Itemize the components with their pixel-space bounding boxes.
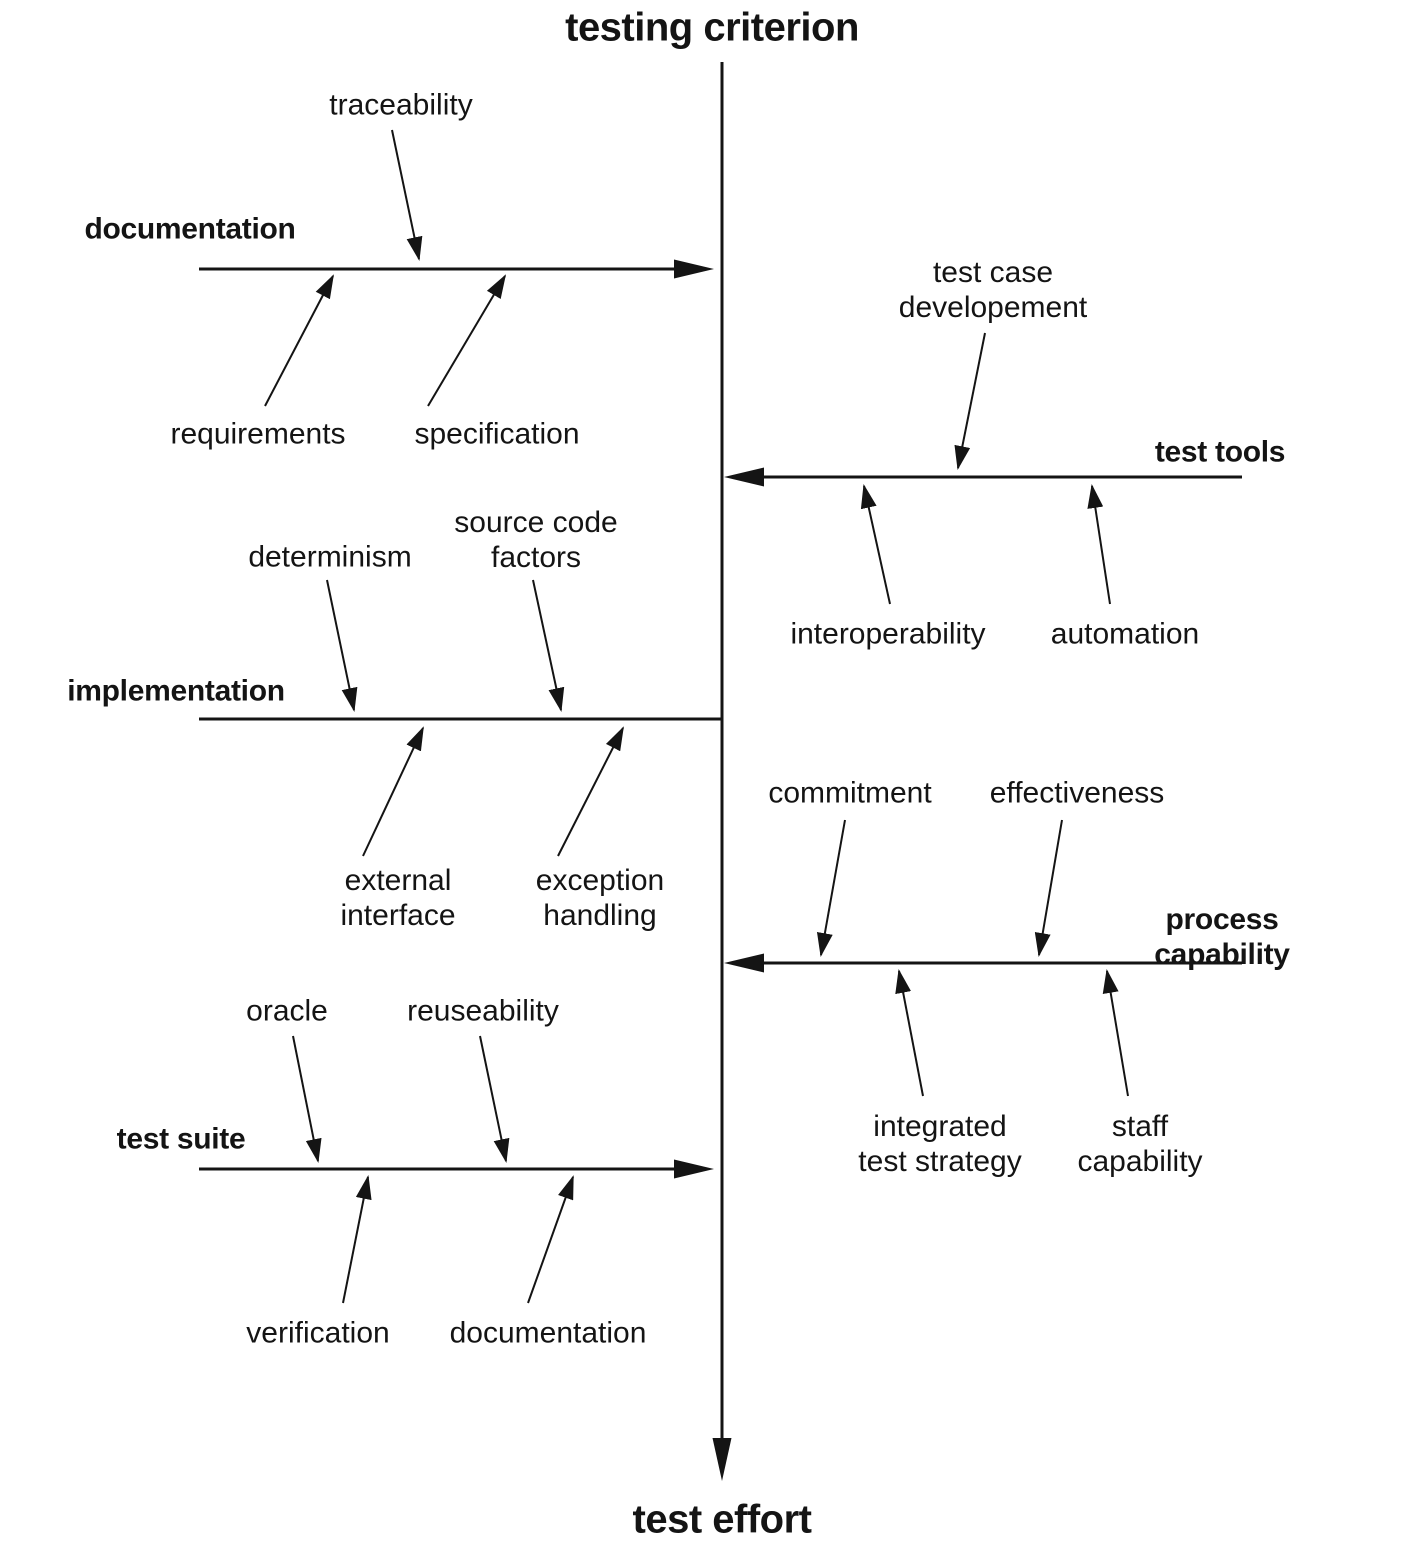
cause-label-automation: automation	[1050, 617, 1200, 651]
arrow-documentation-cause	[527, 1175, 574, 1304]
cause-label-test-case-developement: test case developement	[898, 255, 1088, 324]
cause-label-exception-handling: exception handling	[535, 863, 665, 932]
arrow-external-interface	[362, 726, 424, 857]
cause-label-specification: specification	[414, 417, 580, 451]
branch-arrowhead-test-suite-icon	[674, 1159, 714, 1179]
arrow-reuseability	[479, 1035, 510, 1163]
cause-label-external-interface: external interface	[340, 863, 456, 932]
cause-label-integrated-test-strategy: integrated test strategy	[858, 1109, 1022, 1178]
category-label-process-capability: process capability	[1154, 902, 1290, 971]
arrow-automation	[1087, 484, 1111, 605]
arrow-specification	[427, 274, 507, 407]
category-label-test-tools: test tools	[1154, 435, 1286, 469]
arrow-effectiveness	[1034, 819, 1063, 957]
bottom-title: test effort	[632, 1497, 812, 1542]
cause-label-reuseability: reuseability	[407, 994, 559, 1028]
cause-label-oracle: oracle	[246, 994, 328, 1028]
arrow-test-case-developement	[954, 332, 986, 470]
branch-arrowhead-documentation-icon	[674, 259, 714, 279]
arrow-interoperability	[860, 484, 891, 605]
category-label-documentation: documentation	[84, 212, 296, 246]
branch-arrowhead-process-capability-icon	[724, 953, 764, 973]
cause-label-source-code-factors: source code factors	[454, 505, 618, 574]
cause-label-effectiveness: effectiveness	[989, 776, 1165, 810]
arrow-oracle	[292, 1035, 322, 1163]
branch-arrowhead-test-tools-icon	[724, 467, 764, 487]
arrow-commitment	[816, 819, 846, 957]
cause-label-staff-capability: staff capability	[1077, 1109, 1203, 1178]
cause-label-interoperability: interoperability	[790, 617, 986, 651]
arrow-integrated-test-strategy	[895, 969, 924, 1097]
spine-arrowhead-icon	[712, 1438, 732, 1481]
category-label-implementation: implementation	[67, 674, 285, 708]
arrow-source-code-factors	[532, 579, 565, 712]
arrow-verification	[342, 1175, 372, 1304]
top-title: testing criterion	[565, 5, 859, 50]
category-label-test-suite: test suite	[116, 1122, 246, 1156]
cause-label-traceability: traceability	[329, 88, 473, 122]
arrow-requirements	[264, 274, 334, 407]
arrow-exception-handling	[557, 726, 624, 857]
arrow-determinism	[326, 579, 358, 712]
cause-label-determinism: determinism	[248, 540, 412, 574]
cause-label-requirements: requirements	[170, 417, 346, 451]
arrow-staff-capability	[1102, 969, 1129, 1097]
cause-label-verification: verification	[246, 1316, 390, 1350]
arrow-traceability	[391, 129, 423, 261]
cause-label-documentation-bottom: documentation	[449, 1316, 647, 1350]
cause-label-commitment: commitment	[768, 776, 932, 810]
